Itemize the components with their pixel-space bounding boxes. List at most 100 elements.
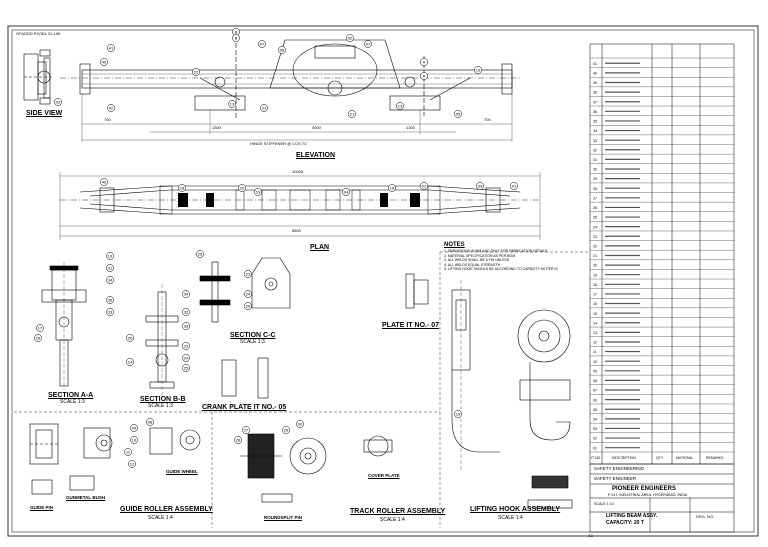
callout-number: 16 xyxy=(36,335,41,340)
crank-plate-title: CRANK PLATE IT NO.- 05 xyxy=(202,404,287,411)
callout-number: 41 xyxy=(109,45,114,50)
track-roller-title: TRACK ROLLER ASSEMBLY xyxy=(350,508,446,515)
bom-item-number: 13 xyxy=(593,331,597,335)
inner-border xyxy=(11,29,755,533)
guide-roller-title: GUIDE ROLLER ASSEMBLY xyxy=(120,506,213,513)
scale-label: SCALE 1:10 xyxy=(594,502,614,506)
bom-frame xyxy=(589,43,735,533)
guide-pin-label: GUIDE PIN xyxy=(30,505,54,510)
callout-balloon xyxy=(278,46,286,54)
bom-header-item: IT NO. xyxy=(591,456,602,460)
company-name: PIONEER ENGINEERS xyxy=(612,486,677,492)
callout-balloon xyxy=(476,182,484,190)
callout-balloon xyxy=(106,264,114,272)
note-line: 3. ALL WELDS SHALL BE 6 FW UNLESS xyxy=(444,258,510,263)
callout-balloon xyxy=(228,100,236,108)
callout-balloon xyxy=(242,426,250,434)
callout-balloon xyxy=(182,308,190,316)
gunmetal-bush-label: GUNMETAL BUSH xyxy=(66,495,106,500)
track-roller-scale: SCALE 1:4 xyxy=(380,517,405,523)
callout-number: 06 xyxy=(280,47,285,52)
callout-number: 09 xyxy=(132,425,137,430)
plan-drawing xyxy=(59,172,541,240)
callout-balloon xyxy=(346,34,354,42)
callout-balloon xyxy=(106,276,114,284)
callout-number: 03 xyxy=(56,99,61,104)
callout-number: 33 xyxy=(184,323,189,328)
callout-number: 21 xyxy=(262,105,267,110)
elevation-dim-overall: HINGE STIFFENER @ CCS TC xyxy=(250,141,308,146)
callout-balloon xyxy=(232,34,240,42)
bom-header-qty: QTY xyxy=(656,456,664,460)
callout-number: 32 xyxy=(184,309,189,314)
bom-item-number: 36 xyxy=(593,110,597,114)
bom-item-number: 30 xyxy=(593,168,597,172)
callout-balloon xyxy=(106,296,114,304)
section-aa-drawing xyxy=(41,262,87,390)
bom-item-number: 39 xyxy=(593,81,597,85)
section-cc-drawing xyxy=(199,257,291,399)
bom-item-number: 19 xyxy=(593,273,597,277)
callout-number: 33 xyxy=(108,309,113,314)
callout-balloon xyxy=(178,184,186,192)
callout-number: 19 xyxy=(256,189,261,194)
drawing-number: DRG. NO. xyxy=(696,514,715,519)
note-line: 5. LIFTING HOOK SHOULD BE ACCORDING TO C… xyxy=(444,267,558,272)
callout-balloon xyxy=(238,184,246,192)
bom-item-number: 02 xyxy=(593,437,597,441)
callout-balloon xyxy=(364,40,372,48)
callout-number: 30 xyxy=(298,421,303,426)
callout-balloon xyxy=(244,302,252,310)
bom-item-number: 01 xyxy=(593,446,597,450)
callout-number: 22 xyxy=(194,69,199,74)
callout-balloon xyxy=(260,104,268,112)
elevation-dim-s2: 700 xyxy=(484,117,491,122)
notes-block: NOTES 1. DIMENSIONS IN MM AND ONLY FOR F… xyxy=(444,242,594,272)
callout-number: B xyxy=(235,29,238,34)
company-address: P-117, INDUSTRIAL AREA, HYDERABAD, INDIA xyxy=(608,493,688,497)
callout-number: B xyxy=(235,35,238,40)
callout-balloon xyxy=(182,290,190,298)
callout-number: 08 xyxy=(148,419,153,424)
callout-number: 34 xyxy=(108,277,113,282)
bom-item-number: 18 xyxy=(593,283,597,287)
callout-balloon xyxy=(388,184,396,192)
elevation-dim-1: 1300 xyxy=(212,125,221,130)
callout-balloon xyxy=(474,66,482,74)
callout-balloon xyxy=(420,58,428,66)
guide-roller-scale: SCALE 1:4 xyxy=(148,515,173,521)
guide-roller-drawing xyxy=(29,423,201,495)
callout-balloon xyxy=(34,334,42,342)
bom-item-number: 07 xyxy=(593,389,597,393)
callout-number: 28 xyxy=(236,437,241,442)
callout-balloon xyxy=(107,44,115,52)
callout-balloon xyxy=(420,72,428,80)
callout-balloon xyxy=(454,110,462,118)
note-line: 2. MATERIAL SPECIFICATION AS PER BOM xyxy=(444,253,516,258)
callout-balloon xyxy=(342,188,350,196)
callout-number: 31 xyxy=(108,265,113,270)
bom-item-number: 22 xyxy=(593,245,597,249)
callout-balloon xyxy=(244,270,252,278)
callout-number: 13 xyxy=(398,103,403,108)
callout-number: 29 xyxy=(284,427,289,432)
callout-number: 12 xyxy=(130,461,135,466)
bom-item-number: 03 xyxy=(593,427,597,431)
bom-item-number: 41 xyxy=(593,62,597,66)
bom-item-number: 20 xyxy=(593,264,597,268)
callout-balloon xyxy=(454,410,462,418)
bom-item-number: 09 xyxy=(593,369,597,373)
bom-item-number: 32 xyxy=(593,148,597,152)
bom-item-number: 33 xyxy=(593,139,597,143)
callout-number: 27 xyxy=(244,427,249,432)
bom-item-number: 04 xyxy=(593,417,597,421)
note-line: 4. ALL WELDS EQUAL STRENGTH xyxy=(444,262,501,267)
callout-balloon xyxy=(124,448,132,456)
callout-number: 18 xyxy=(180,185,185,190)
elevation-dim-2: 4000 xyxy=(312,125,321,130)
callout-balloon xyxy=(282,426,290,434)
roundsplit-pin-label: ROUNDSPLIT PIN xyxy=(264,515,303,520)
callout-number: 13 xyxy=(230,101,235,106)
